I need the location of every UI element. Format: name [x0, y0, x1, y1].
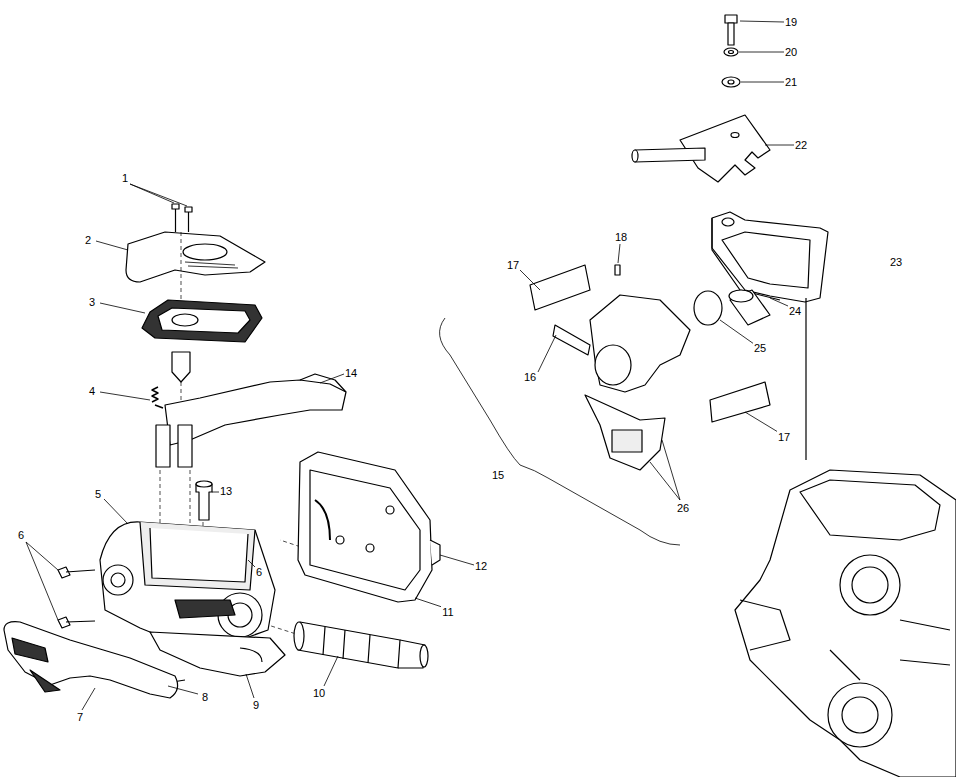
- callout-number: 23: [889, 256, 903, 268]
- callout-number: 16: [523, 371, 537, 383]
- callout-number: 9: [252, 699, 260, 711]
- callout-number: 14: [344, 367, 358, 379]
- callout-number: 17: [506, 259, 520, 271]
- callout-number: 6: [17, 529, 25, 541]
- shim: [710, 382, 770, 422]
- screw: [172, 204, 192, 232]
- callout-number: 7: [76, 711, 84, 723]
- callout-number: 20: [784, 46, 798, 58]
- callout-number: 13: [219, 485, 233, 497]
- handlebar-grip-tube: [294, 622, 428, 668]
- shim: [530, 265, 590, 310]
- callout-number: 25: [753, 342, 767, 354]
- pivot-pin: [196, 484, 212, 520]
- callout-number: 2: [84, 234, 92, 246]
- brake-pad: [585, 395, 665, 470]
- plunger: [172, 352, 190, 382]
- callout-number: 18: [614, 231, 628, 243]
- chaincase-casting: [735, 470, 956, 777]
- brake-caliper: [590, 295, 690, 392]
- caliper-bracket: [712, 212, 828, 302]
- callout-number: 11: [441, 606, 454, 618]
- bolt-washer: [722, 15, 740, 87]
- callout-number: 24: [788, 305, 802, 317]
- callout-number: 6: [255, 566, 263, 578]
- callout-number: 15: [491, 469, 505, 481]
- reservoir-cover: [126, 232, 265, 282]
- callout-number: 3: [88, 296, 96, 308]
- callout-number: 5: [94, 488, 102, 500]
- master-cylinder-housing: [100, 522, 275, 640]
- callout-number: 8: [201, 691, 209, 703]
- throttle-lever: [4, 622, 178, 698]
- seal-ring: [694, 291, 722, 325]
- piston: [730, 290, 770, 325]
- leader-line: [26, 21, 794, 710]
- callout-number: 10: [312, 687, 326, 699]
- callout-number: 17: [777, 431, 791, 443]
- callout-number: 4: [88, 385, 96, 397]
- callout-number: 12: [474, 560, 488, 572]
- switch-housing-cover: [298, 452, 432, 602]
- spring: [152, 387, 163, 408]
- callout-number: 1: [121, 172, 129, 184]
- diaphragm: [142, 300, 262, 342]
- handlebar-clamp: [150, 632, 285, 676]
- cover-hole: [183, 244, 227, 260]
- callout-number: 26: [676, 502, 690, 514]
- callout-number: 22: [794, 139, 808, 151]
- callout-number: 19: [784, 16, 798, 28]
- callout-number: 21: [784, 76, 798, 88]
